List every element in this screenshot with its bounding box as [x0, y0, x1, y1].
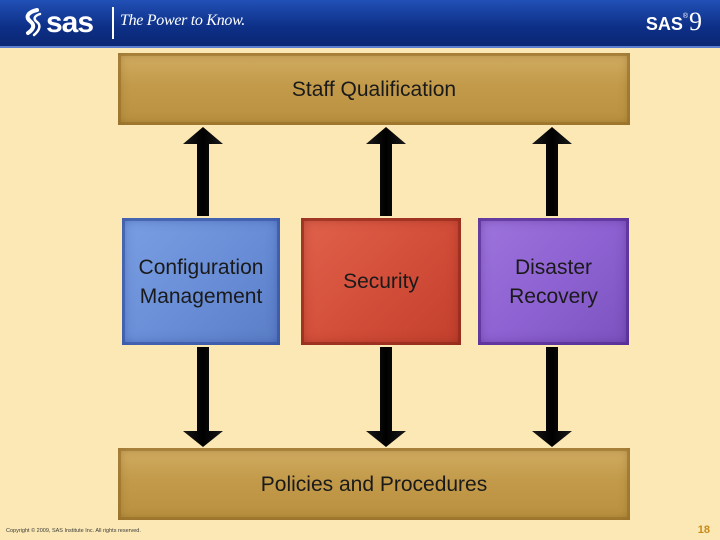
- configuration-management-label: Configuration Management: [138, 255, 264, 308]
- page-number: 18: [697, 524, 710, 536]
- sas-logo-icon: [25, 8, 42, 37]
- product-version: 9: [689, 7, 702, 36]
- copyright-notice: Copyright © 2009, SAS Institute Inc. All…: [6, 528, 141, 534]
- sas-logo: sas: [22, 6, 94, 40]
- policies-procedures-label: Policies and Procedures: [260, 472, 488, 496]
- arrow-left-upper: [183, 127, 223, 216]
- product-badge: SAS ® 9: [646, 9, 702, 35]
- staff-qualification-bar: Staff Qualification: [118, 53, 630, 125]
- arrow-center-upper: [366, 127, 406, 216]
- registered-mark: ®: [682, 13, 688, 20]
- security-tile: Security: [301, 218, 461, 345]
- header-bar: sas The Power to Know. SAS ® 9: [0, 0, 720, 48]
- policies-procedures-bar: Policies and Procedures: [118, 448, 630, 520]
- logo-text: sas: [46, 6, 94, 39]
- disaster-recovery-label: Disaster Recovery: [509, 255, 598, 308]
- configuration-management-tile: Configuration Management: [122, 218, 280, 345]
- arrow-left-lower: [183, 347, 223, 447]
- arrow-right-lower: [532, 347, 572, 447]
- tagline: The Power to Know.: [120, 12, 245, 29]
- product-name: SAS: [645, 14, 683, 34]
- arrow-center-lower: [366, 347, 406, 447]
- arrow-right-upper: [532, 127, 572, 216]
- staff-qualification-label: Staff Qualification: [291, 77, 457, 101]
- security-label: Security: [343, 270, 419, 293]
- logo-divider: [112, 7, 114, 39]
- disaster-recovery-tile: Disaster Recovery: [478, 218, 629, 345]
